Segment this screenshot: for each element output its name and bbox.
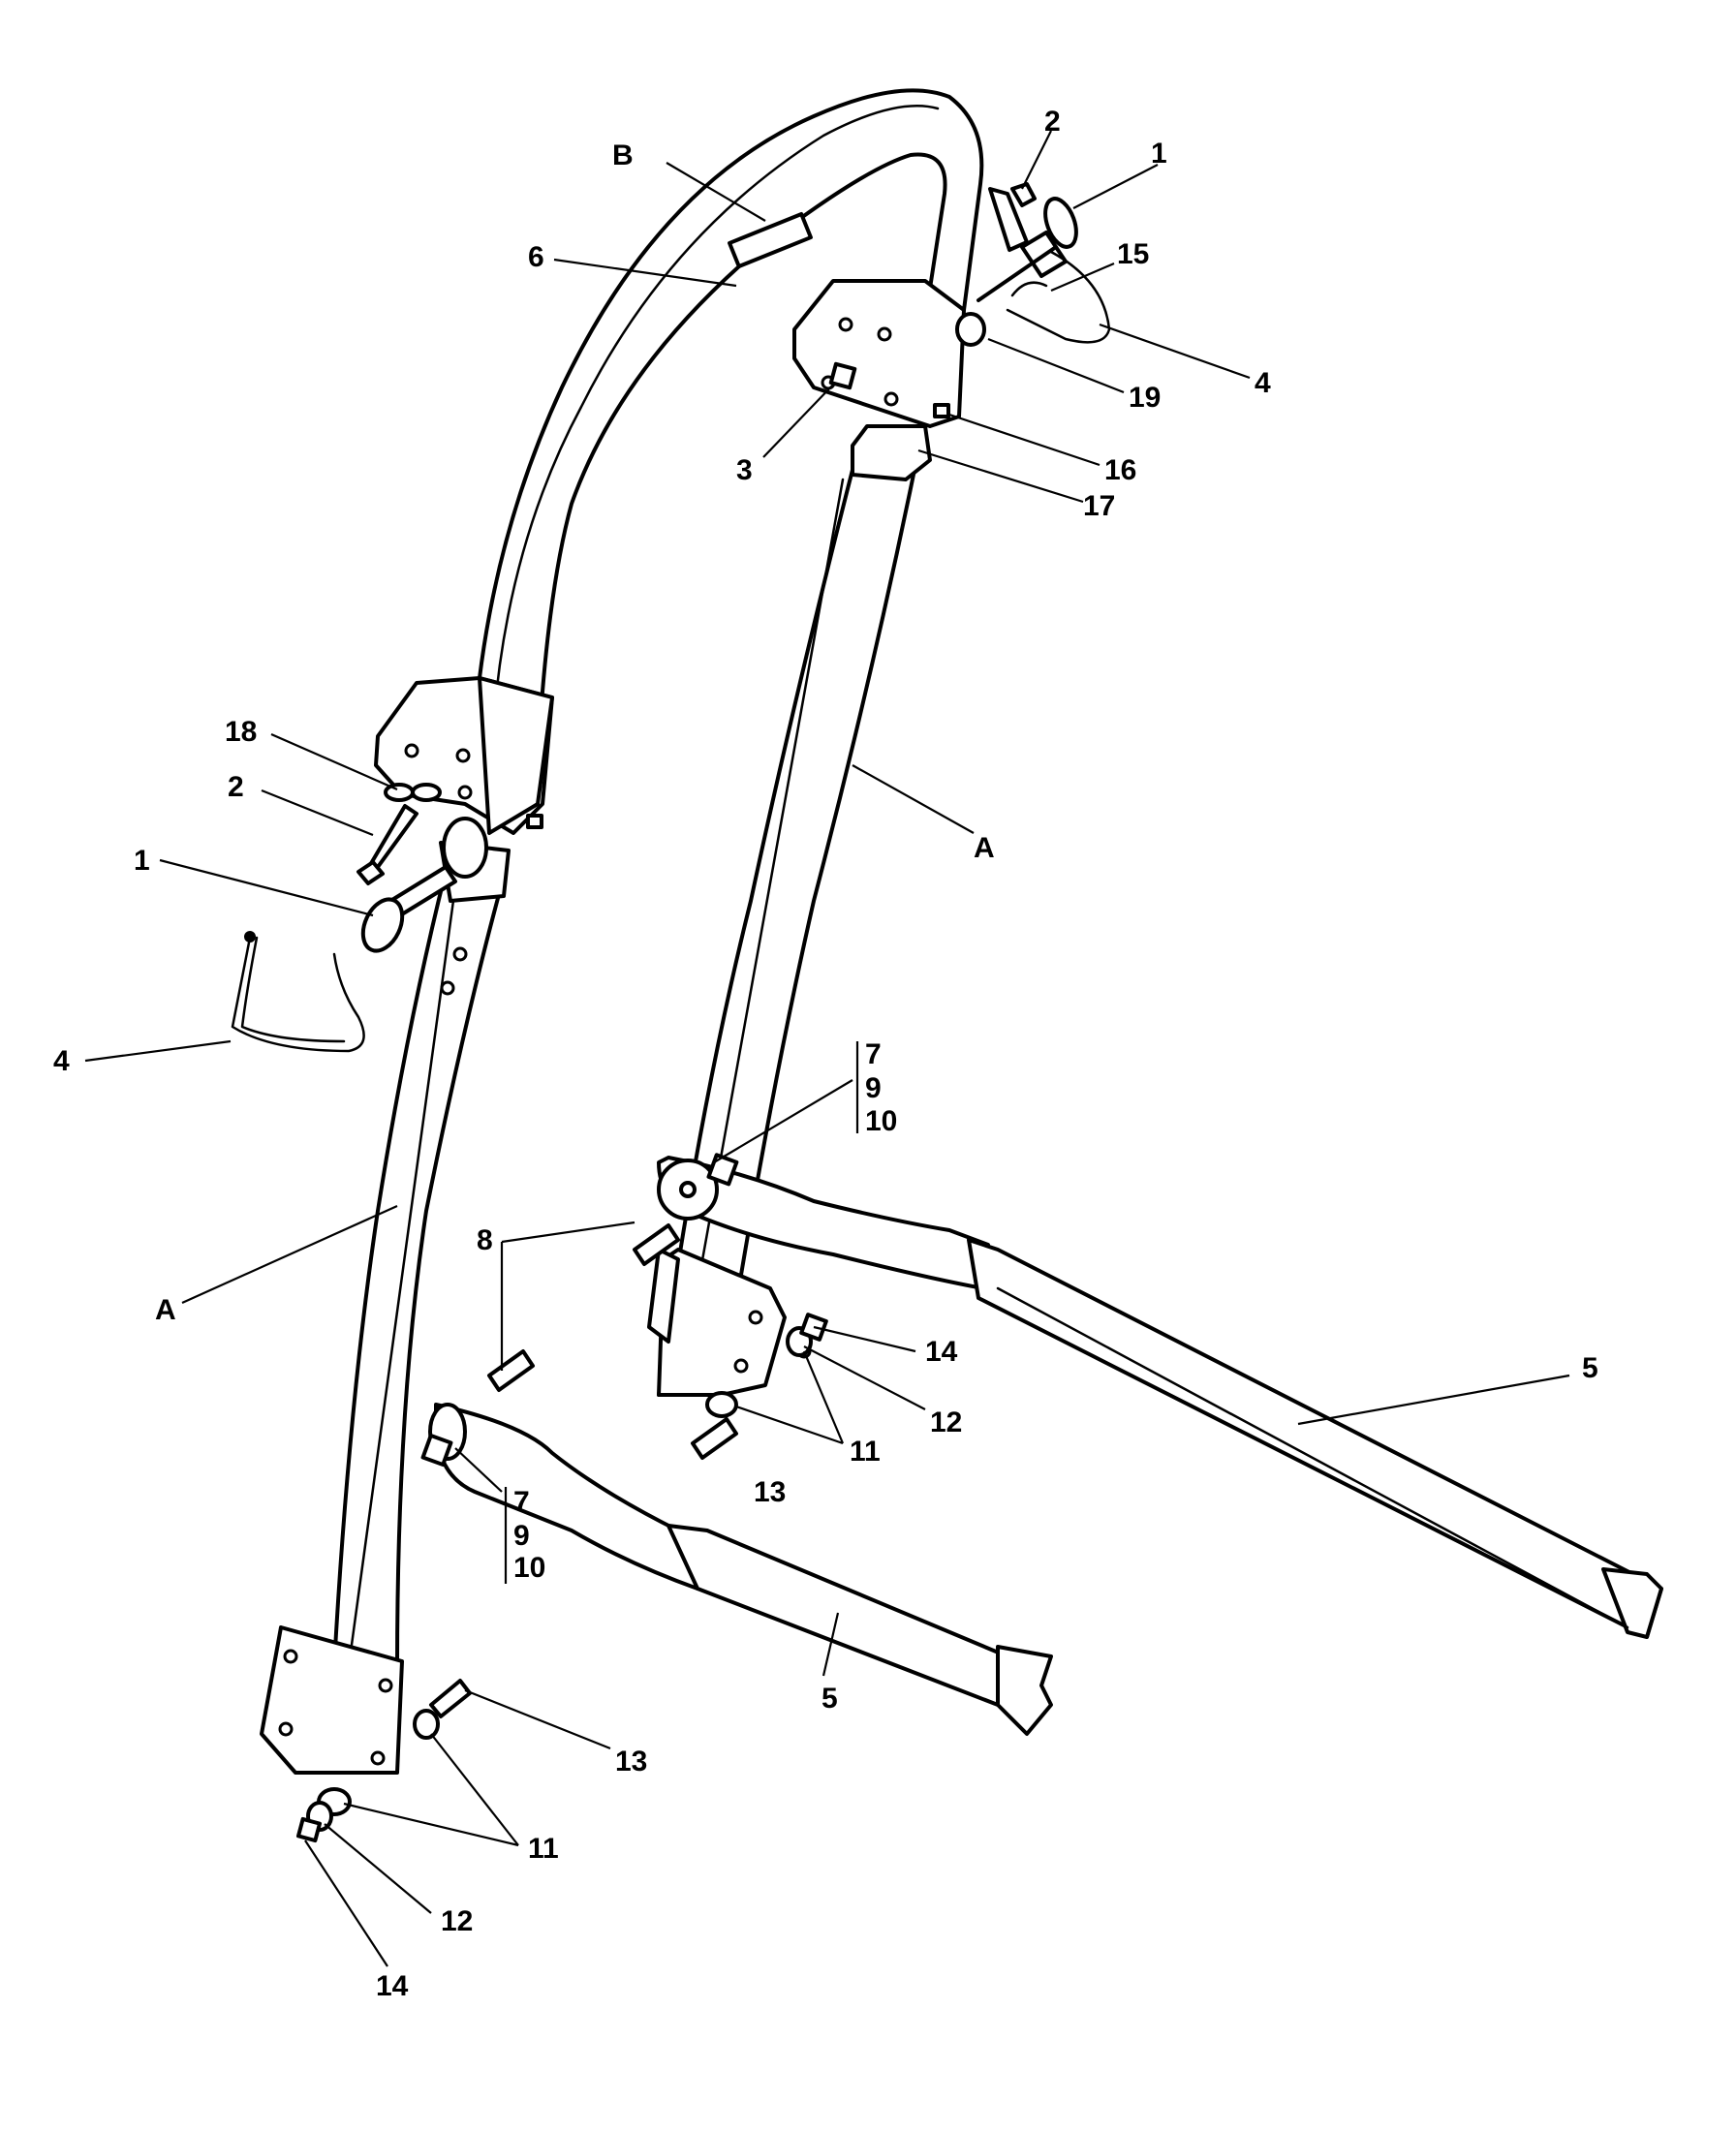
callout-4-top: 4 (1255, 367, 1271, 399)
decal-6 (728, 211, 813, 269)
washer-19 (955, 312, 986, 347)
callout-5-right: 5 (1582, 1352, 1598, 1384)
callout-6: 6 (528, 241, 544, 273)
nut-14-lower (295, 1816, 323, 1843)
top-right-hardware (955, 182, 1111, 347)
callout-4-left: 4 (53, 1045, 70, 1077)
callout-1-top: 1 (1151, 138, 1167, 170)
callout-7-group1: 7 (865, 1038, 882, 1070)
callout-18: 18 (225, 716, 257, 748)
callout-9-group1: 9 (865, 1072, 882, 1104)
callout-b: B (612, 139, 634, 171)
left-base-plate (260, 1625, 404, 1775)
callout-5-lower: 5 (822, 1683, 838, 1715)
callout-8: 8 (477, 1224, 493, 1256)
callout-7-group2: 7 (513, 1486, 530, 1518)
nut-7-lower (420, 1433, 453, 1468)
loose-fasteners (295, 1223, 828, 1843)
callout-3: 3 (736, 454, 753, 486)
callout-1-left: 1 (134, 845, 150, 877)
washer-left (442, 817, 488, 879)
callout-9-group2: 9 (513, 1520, 530, 1552)
washer-11-lower (413, 1709, 440, 1740)
callout-11-lower: 11 (528, 1833, 559, 1865)
callout-13-upper: 13 (754, 1476, 786, 1508)
callout-2-left: 2 (228, 771, 244, 803)
ring-1-left (360, 897, 405, 953)
callout-11-upper: 11 (850, 1436, 881, 1468)
callout-a-left: A (155, 1294, 176, 1326)
clip-17 (851, 424, 932, 481)
bolt-13-lower (429, 1679, 472, 1718)
leader-lines (84, 130, 1570, 1967)
upper-hoop-b (478, 88, 984, 743)
callout-14-lower: 14 (376, 1970, 409, 2002)
left-bracket (374, 676, 554, 835)
callout-12-upper: 12 (930, 1407, 962, 1438)
callout-12-lower: 12 (441, 1905, 473, 1937)
callout-19: 19 (1129, 382, 1161, 414)
nut-3 (828, 361, 857, 390)
callout-17: 17 (1083, 490, 1115, 522)
seat-belt-5-right (657, 1153, 1663, 1639)
bolt-8-upper (633, 1223, 680, 1266)
ring-1-top (1043, 197, 1078, 249)
left-hardware (231, 804, 488, 1053)
callout-2-top: 2 (1044, 106, 1061, 138)
callout-10-group2: 10 (513, 1552, 545, 1584)
callout-16: 16 (1104, 454, 1136, 486)
bolt-8-lower (487, 1349, 535, 1392)
pin-15 (976, 245, 1058, 302)
callout-10-group1: 10 (865, 1105, 897, 1137)
callout-13-lower: 13 (615, 1746, 647, 1778)
right-bracket (792, 279, 966, 428)
belt-buckle (996, 1645, 1053, 1736)
bolt-13-upper (691, 1417, 738, 1460)
callout-a-right: A (974, 832, 995, 864)
callout-15: 15 (1117, 238, 1149, 270)
washer-11-upper (705, 1391, 738, 1418)
callout-labels: 1 2 15 B 6 4 19 3 16 17 A 18 2 1 4 A 8 7… (53, 106, 1598, 2002)
callout-14-upper: 14 (925, 1336, 958, 1368)
